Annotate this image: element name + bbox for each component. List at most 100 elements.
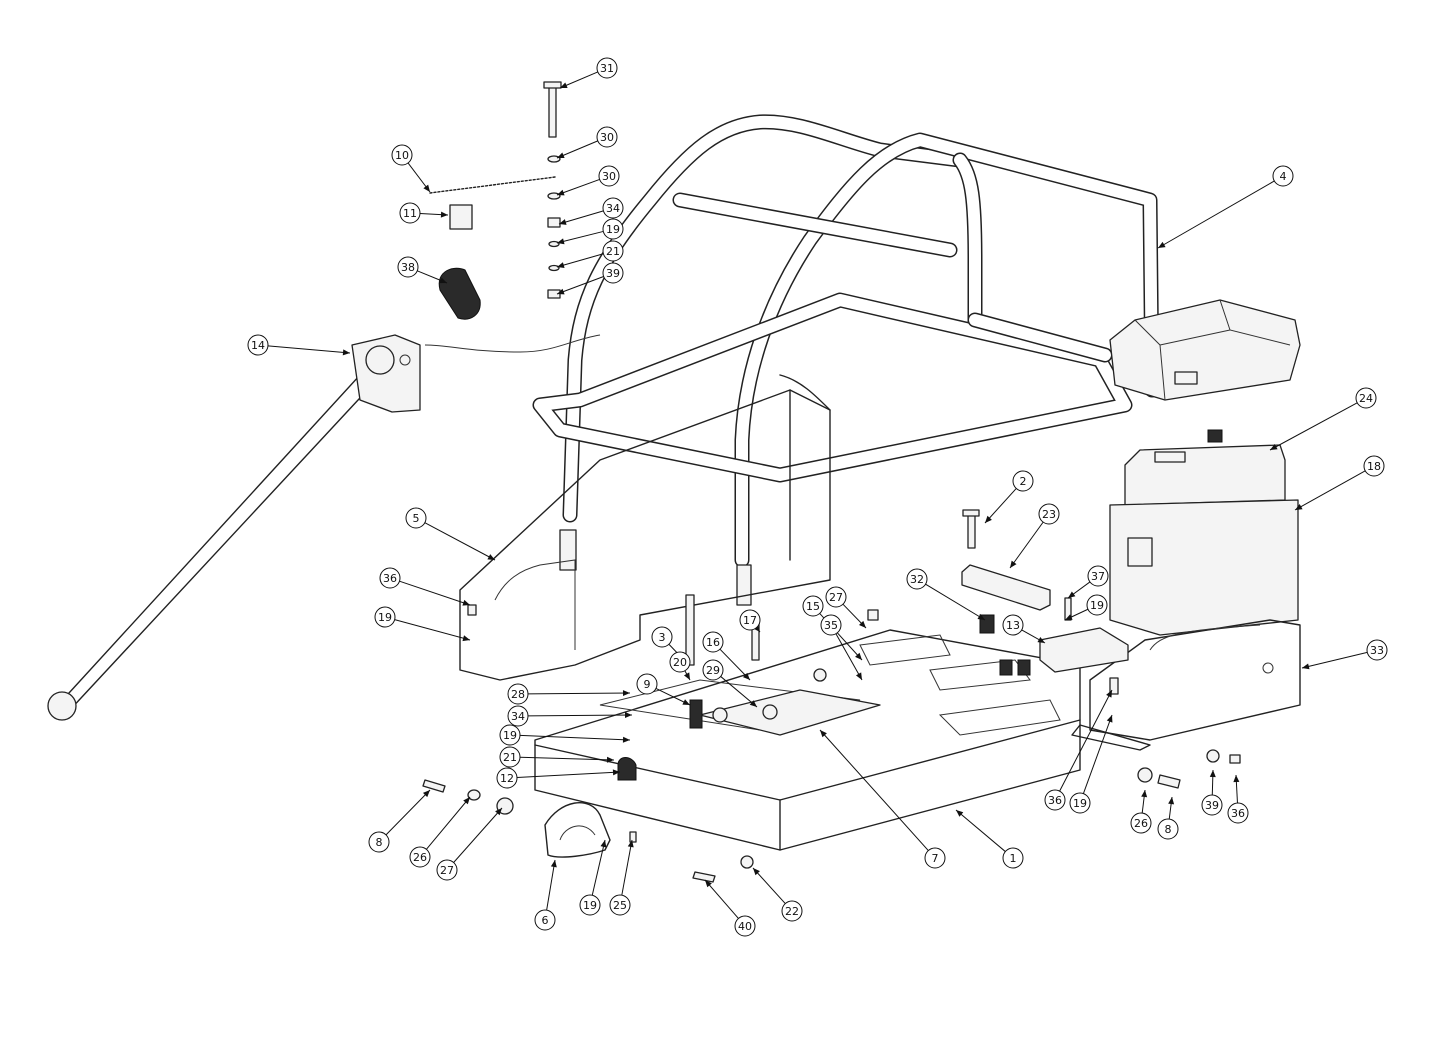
callout-circle [1002, 847, 1024, 869]
leader-arrowhead [855, 672, 862, 680]
callout-number: 23 [1042, 508, 1056, 521]
leader-arrowhead [820, 730, 827, 738]
callout-27: 27 [436, 807, 503, 881]
leader-arrowhead [462, 599, 470, 606]
base-plate [534, 629, 1081, 851]
callout-39: 39 [556, 262, 624, 295]
roll-bar-frame [532, 114, 1160, 606]
callout-36: 36 [1044, 689, 1113, 811]
callout-number: 19 [583, 899, 597, 912]
callout-34: 34 [558, 197, 624, 225]
callout-circle [636, 673, 658, 695]
clamp [438, 267, 481, 320]
callout-circle [598, 165, 620, 187]
leader-arrowhead [1209, 770, 1216, 778]
callout-circle [702, 631, 724, 653]
pivot-bracket [544, 801, 611, 858]
leader-arrowhead [487, 554, 495, 560]
callout-circle [739, 609, 761, 631]
leader-arrowhead [557, 238, 565, 245]
callout-2: 2 [984, 470, 1034, 524]
callout-number: 40 [738, 920, 752, 933]
callout-circle [734, 915, 756, 937]
callout-38: 38 [397, 256, 448, 284]
leader-line [558, 210, 604, 225]
callout-number: 34 [606, 202, 620, 215]
leader-line [399, 580, 471, 606]
leader-arrowhead [557, 288, 565, 295]
callout-24: 24 [1269, 387, 1377, 451]
leader-line [556, 230, 604, 244]
leader-line [527, 692, 631, 695]
callout-number: 2 [1020, 475, 1027, 488]
callout-19: 19 [1064, 594, 1108, 621]
callout-number: 26 [413, 851, 427, 864]
leader-arrowhead [439, 277, 447, 284]
control-cable [424, 334, 601, 353]
callout-33: 33 [1301, 639, 1388, 670]
callout-35: 35 [820, 614, 863, 681]
callout-circle [1363, 455, 1385, 477]
leader-line [591, 839, 606, 896]
callout-number: 38 [401, 261, 415, 274]
callout-circle [499, 746, 521, 768]
callout-19: 19 [374, 606, 471, 642]
callout-circle [1038, 503, 1060, 525]
callout-circle [1086, 594, 1108, 616]
callout-16: 16 [702, 631, 751, 681]
callout-number: 22 [785, 905, 799, 918]
callout-number: 14 [251, 339, 265, 352]
callout-circle [496, 767, 518, 789]
callout-circle [602, 262, 624, 284]
leader-line [267, 345, 351, 354]
callout-circle [781, 900, 803, 922]
leader-arrowhead [1141, 790, 1148, 798]
callout-number: 12 [500, 772, 514, 785]
leader-arrowhead [422, 790, 430, 798]
callout-circle [596, 126, 618, 148]
callout-10: 10 [391, 144, 431, 193]
leader-arrowhead [858, 620, 866, 628]
callout-number: 7 [932, 852, 939, 865]
callout-13: 13 [1002, 614, 1046, 644]
callout-number: 29 [706, 664, 720, 677]
control-lever [47, 334, 421, 721]
leader-line [385, 789, 431, 836]
callout-number: 25 [613, 899, 627, 912]
callout-36: 36 [379, 567, 471, 606]
callout-circle [247, 334, 269, 356]
leader-arrowhead [749, 700, 757, 707]
callout-6: 6 [534, 859, 557, 931]
leader-line [527, 714, 633, 717]
spring [429, 176, 556, 194]
callout-number: 19 [1073, 797, 1087, 810]
callout-26: 26 [409, 796, 471, 868]
callout-circle [579, 894, 601, 916]
callout-28: 28 [507, 683, 631, 705]
leader-arrowhead [1037, 636, 1045, 643]
leader-arrowhead [855, 652, 862, 660]
callout-number: 39 [606, 267, 620, 280]
leader-arrowhead [1068, 591, 1076, 598]
callout-number: 19 [1090, 599, 1104, 612]
callout-number: 30 [600, 131, 614, 144]
side-shroud-panel [459, 374, 831, 681]
callout-34: 34 [507, 705, 633, 727]
callout-number: 17 [743, 614, 757, 627]
leader-arrowhead [624, 712, 632, 719]
leader-arrowhead [956, 810, 964, 817]
callout-8: 8 [368, 789, 431, 853]
callout-number: 31 [600, 62, 614, 75]
callout-number: 28 [511, 688, 525, 701]
callout-19: 19 [556, 218, 624, 245]
leader-arrowhead [1295, 503, 1303, 510]
hardware-stack [543, 81, 562, 299]
leader-arrowhead [1158, 241, 1166, 248]
callout-circle [374, 606, 396, 628]
leader-arrowhead [423, 184, 430, 192]
callout-circle [924, 847, 946, 869]
callout-circle [1227, 802, 1249, 824]
callout-number: 19 [606, 223, 620, 236]
callout-circle [596, 57, 618, 79]
callout-circle [368, 831, 390, 853]
